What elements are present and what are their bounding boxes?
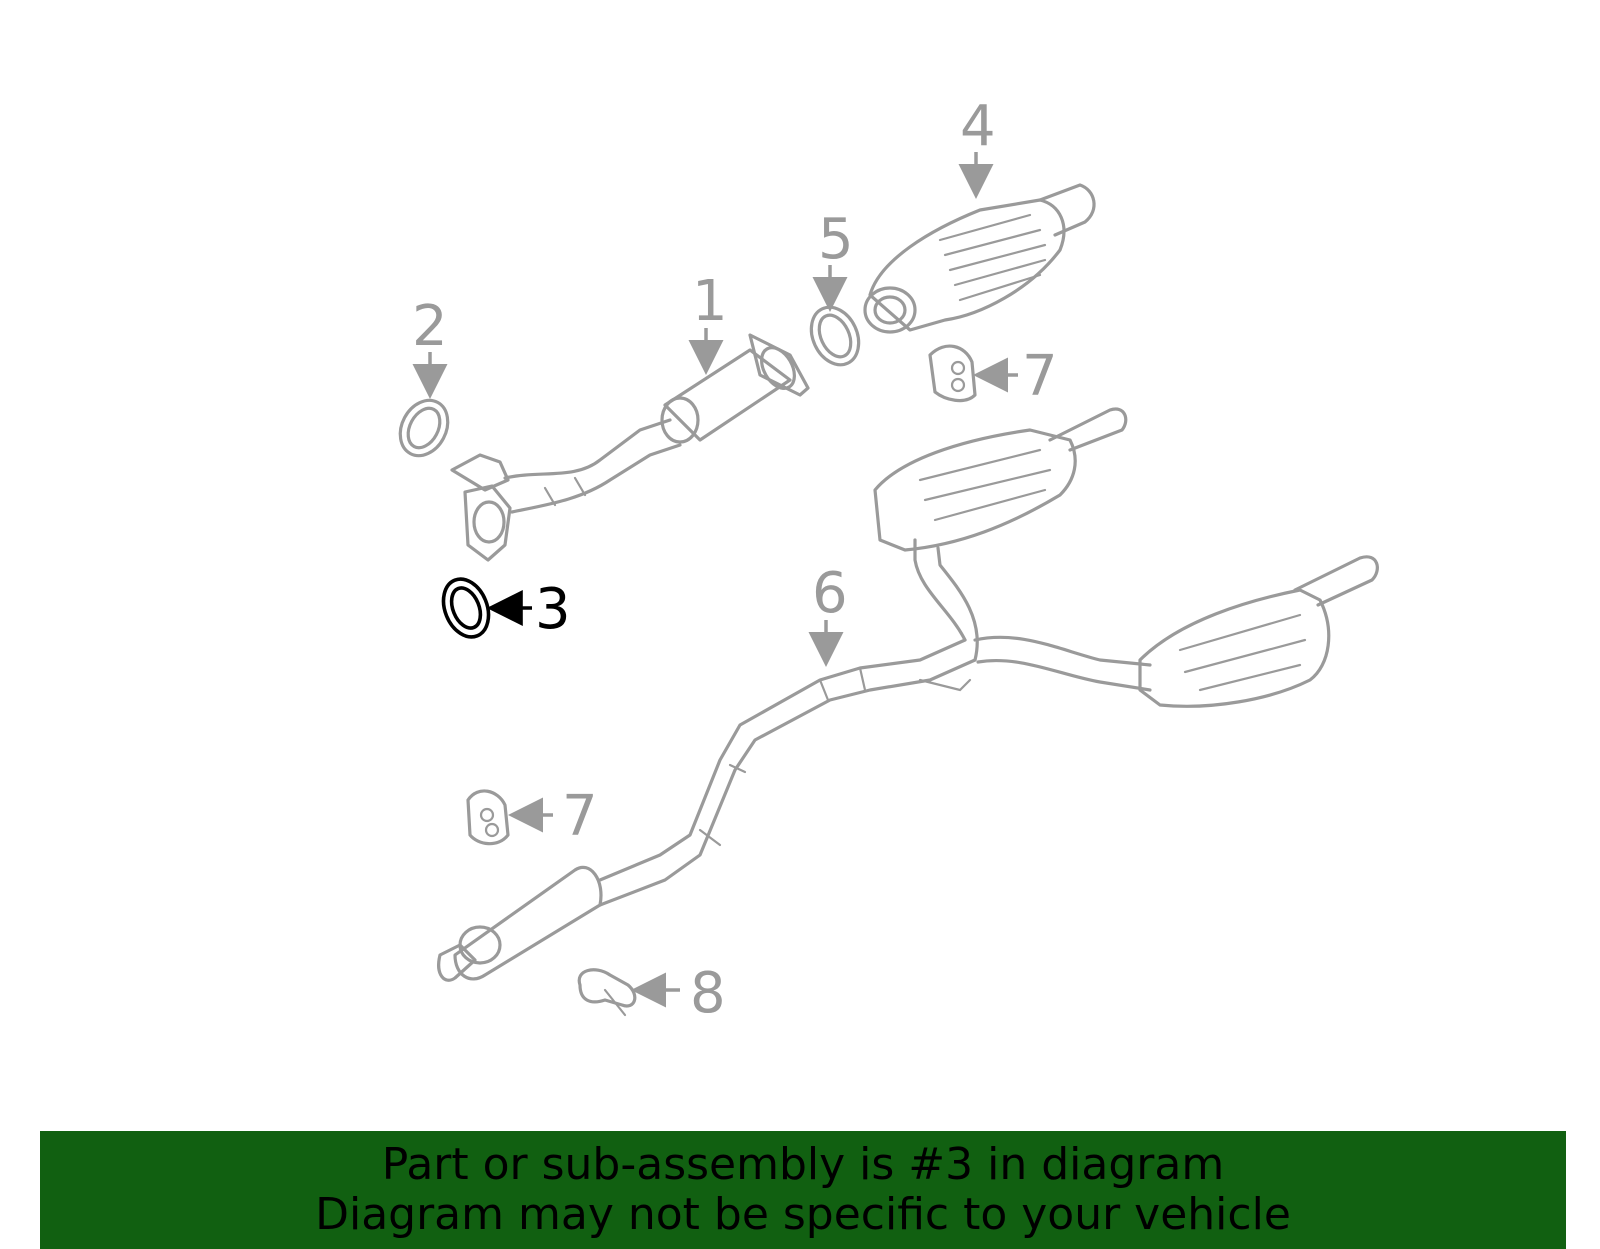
callout-1-label: 1 [692, 269, 728, 334]
callout-7-upper-label: 7 [1022, 344, 1058, 409]
callout-4-label: 4 [960, 94, 996, 159]
callout-7-upper: 7 [973, 344, 1058, 409]
info-banner: Part or sub-assembly is #3 in diagram Di… [40, 1131, 1566, 1249]
callout-7-lower-label: 7 [562, 784, 598, 849]
part-5-gasket[interactable] [802, 300, 867, 373]
part-3-gasket-highlighted[interactable] [435, 572, 496, 643]
callout-3-highlighted: 3 [486, 577, 571, 642]
callout-2: 2 [412, 294, 448, 399]
callout-7-lower: 7 [508, 784, 598, 849]
callout-6-label: 6 [812, 561, 848, 626]
callout-2-label: 2 [412, 294, 448, 359]
part-1-front-pipe[interactable] [450, 333, 810, 562]
part-7-hanger-upper[interactable] [928, 344, 977, 403]
callout-8: 8 [631, 961, 726, 1026]
callout-8-label: 8 [690, 961, 726, 1026]
part-7-hanger-lower[interactable] [466, 789, 510, 846]
callout-3-label: 3 [535, 577, 571, 642]
banner-line-1: Part or sub-assembly is #3 in diagram [381, 1139, 1225, 1190]
banner-line-2: Diagram may not be specific to your vehi… [315, 1189, 1291, 1240]
callout-1: 1 [688, 269, 728, 375]
part-8-clamp[interactable] [577, 968, 637, 1017]
part-6-exhaust-assembly[interactable] [437, 407, 1379, 982]
part-2-gasket[interactable] [391, 392, 457, 464]
callout-5: 5 [812, 207, 854, 312]
callout-5-label: 5 [818, 207, 854, 272]
part-4-catalytic-converter[interactable] [863, 183, 1096, 334]
callout-6: 6 [808, 561, 848, 667]
callout-4: 4 [958, 94, 996, 199]
